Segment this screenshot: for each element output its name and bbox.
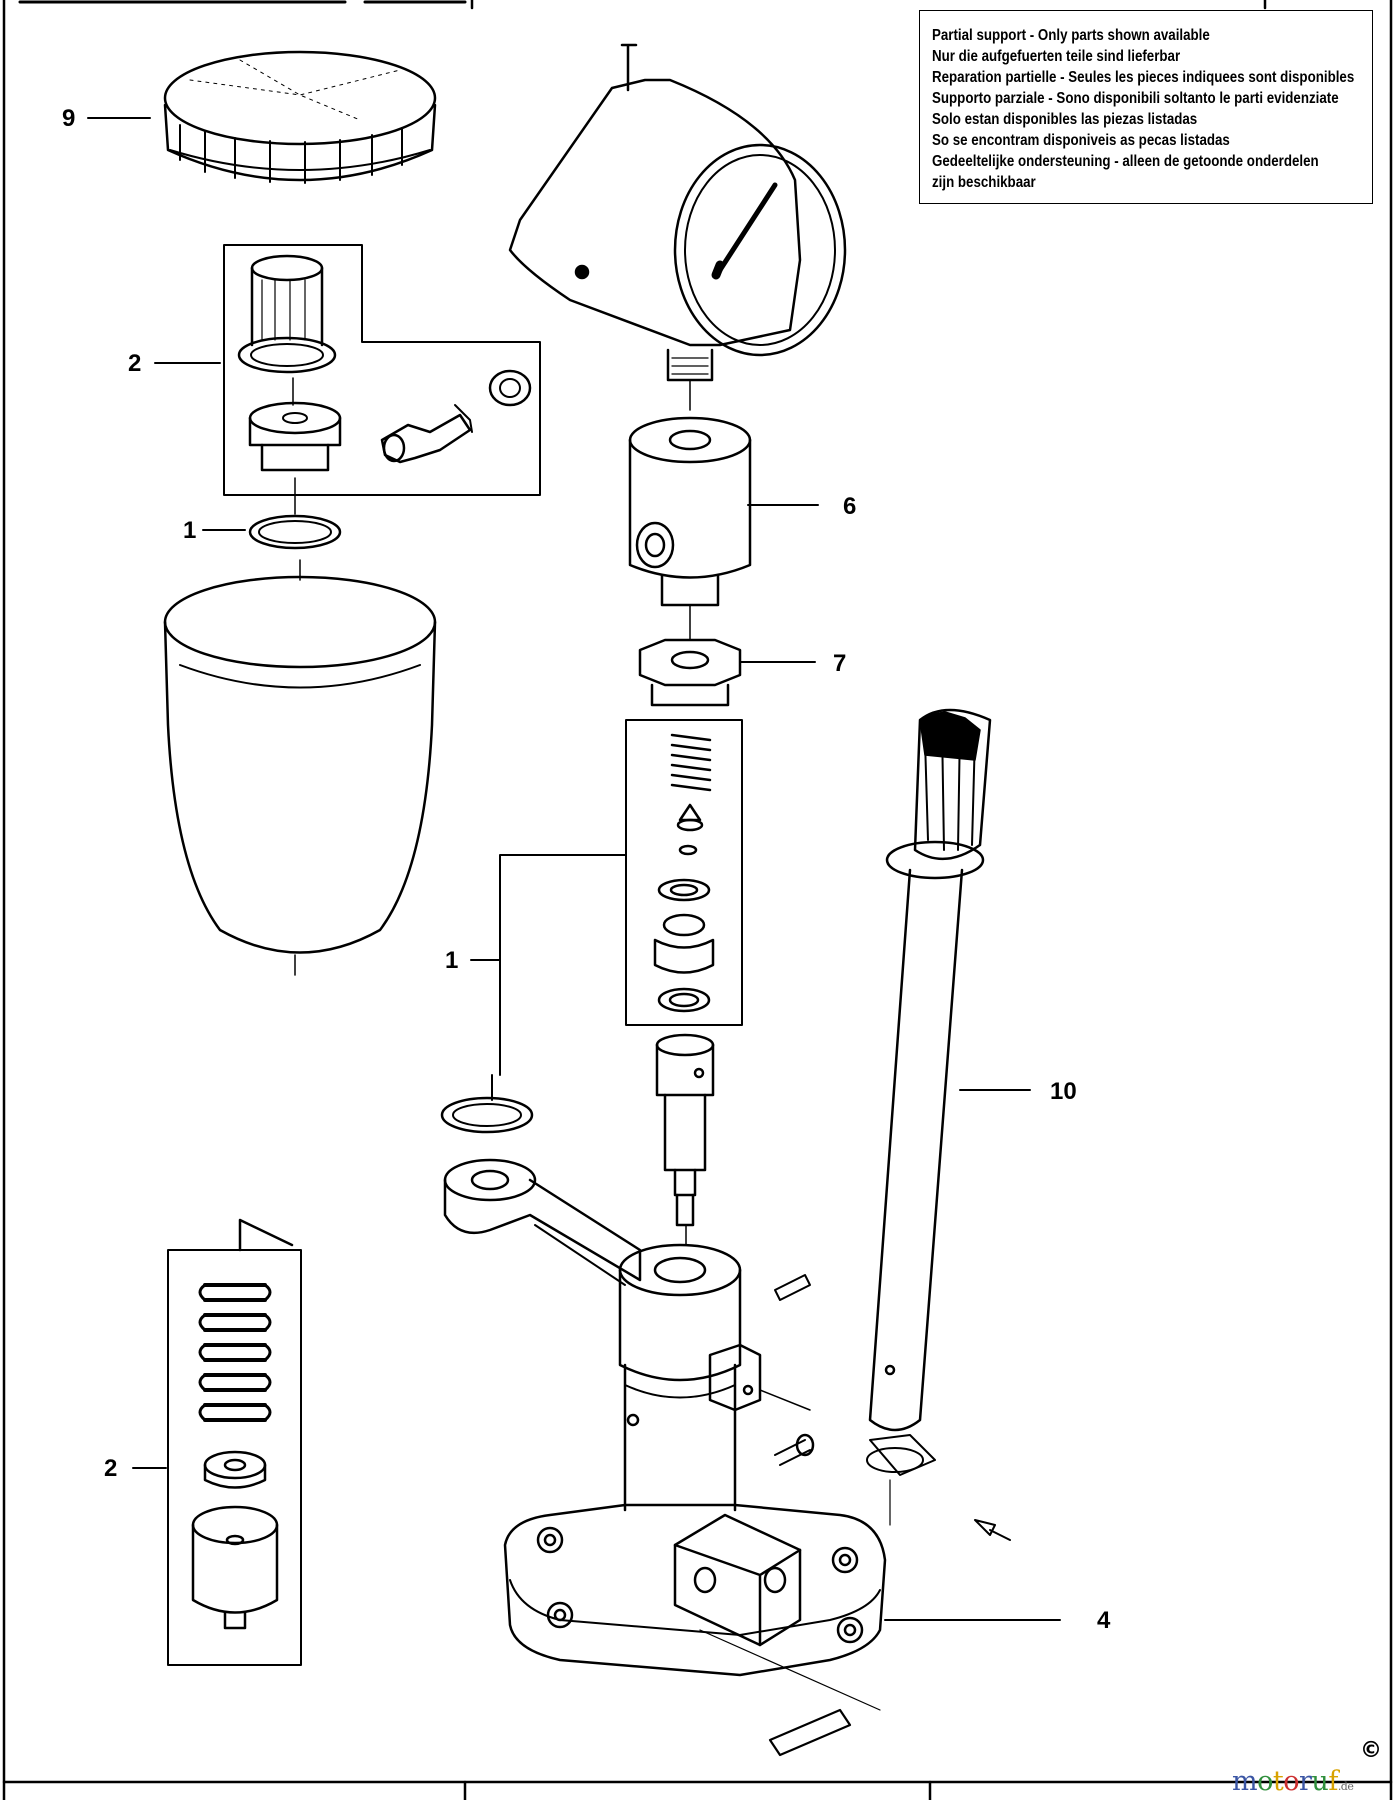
notice-line: Gedeeltelijke ondersteuning - alleen de … <box>932 153 1319 170</box>
callout-6: 6 <box>843 493 857 520</box>
notice-line: Supporto parziale - Sono disponibili sol… <box>932 90 1339 107</box>
callout-9: 9 <box>62 105 76 132</box>
valve-kit-group <box>470 719 743 1076</box>
callout-2-top: 2 <box>128 350 142 377</box>
callout-leaders <box>87 117 246 1469</box>
handle-part <box>866 708 1031 1541</box>
pressure-gauge-part <box>508 43 847 411</box>
watermark-letter: o <box>1283 1766 1299 1797</box>
watermark-letter: m <box>1232 1766 1258 1797</box>
notice-line: Partial support - Only parts shown avail… <box>932 27 1210 44</box>
callout-2-bottom: 2 <box>104 1455 118 1482</box>
notice-line: Solo estan disponibles las piezas listad… <box>932 111 1198 128</box>
watermark-letter: o <box>1257 1766 1273 1797</box>
bowl-part <box>163 559 437 976</box>
callout-7: 7 <box>833 650 847 677</box>
watermark-logo: motoruf.de <box>1232 1766 1354 1797</box>
watermark-letter: f <box>1328 1766 1338 1797</box>
ring-part <box>440 1074 534 1134</box>
watermark-letter: r <box>1299 1766 1312 1797</box>
notice-line: zijn beschikbaar <box>932 174 1036 191</box>
callout-10: 10 <box>1050 1078 1077 1105</box>
pump-body-part <box>443 1158 1061 1757</box>
cap-part <box>163 50 437 184</box>
callout-1-mid: 1 <box>445 947 459 974</box>
plunger-part <box>655 1033 715 1246</box>
hex-nut-part <box>638 638 816 707</box>
callout-4: 4 <box>1097 1607 1111 1634</box>
callout-1-top: 1 <box>183 517 197 544</box>
strainer-group <box>223 244 541 496</box>
copyright-icon: © <box>1360 1738 1382 1763</box>
coupling-part <box>628 416 819 641</box>
watermark-letter: t <box>1272 1766 1284 1797</box>
watermark-suffix: .de <box>1337 1780 1354 1793</box>
notice-line: Nur die aufgefuerten teile sind lieferba… <box>932 48 1181 65</box>
o-ring-top <box>248 477 342 550</box>
watermark-letter: u <box>1311 1766 1329 1797</box>
notice-line: Reparation partielle - Seules les pieces… <box>932 69 1355 86</box>
notice-line: So se encontram disponiveis as pecas lis… <box>932 132 1230 149</box>
spring-group <box>167 1218 302 1666</box>
availability-notice: Partial support - Only parts shown avail… <box>919 10 1373 204</box>
